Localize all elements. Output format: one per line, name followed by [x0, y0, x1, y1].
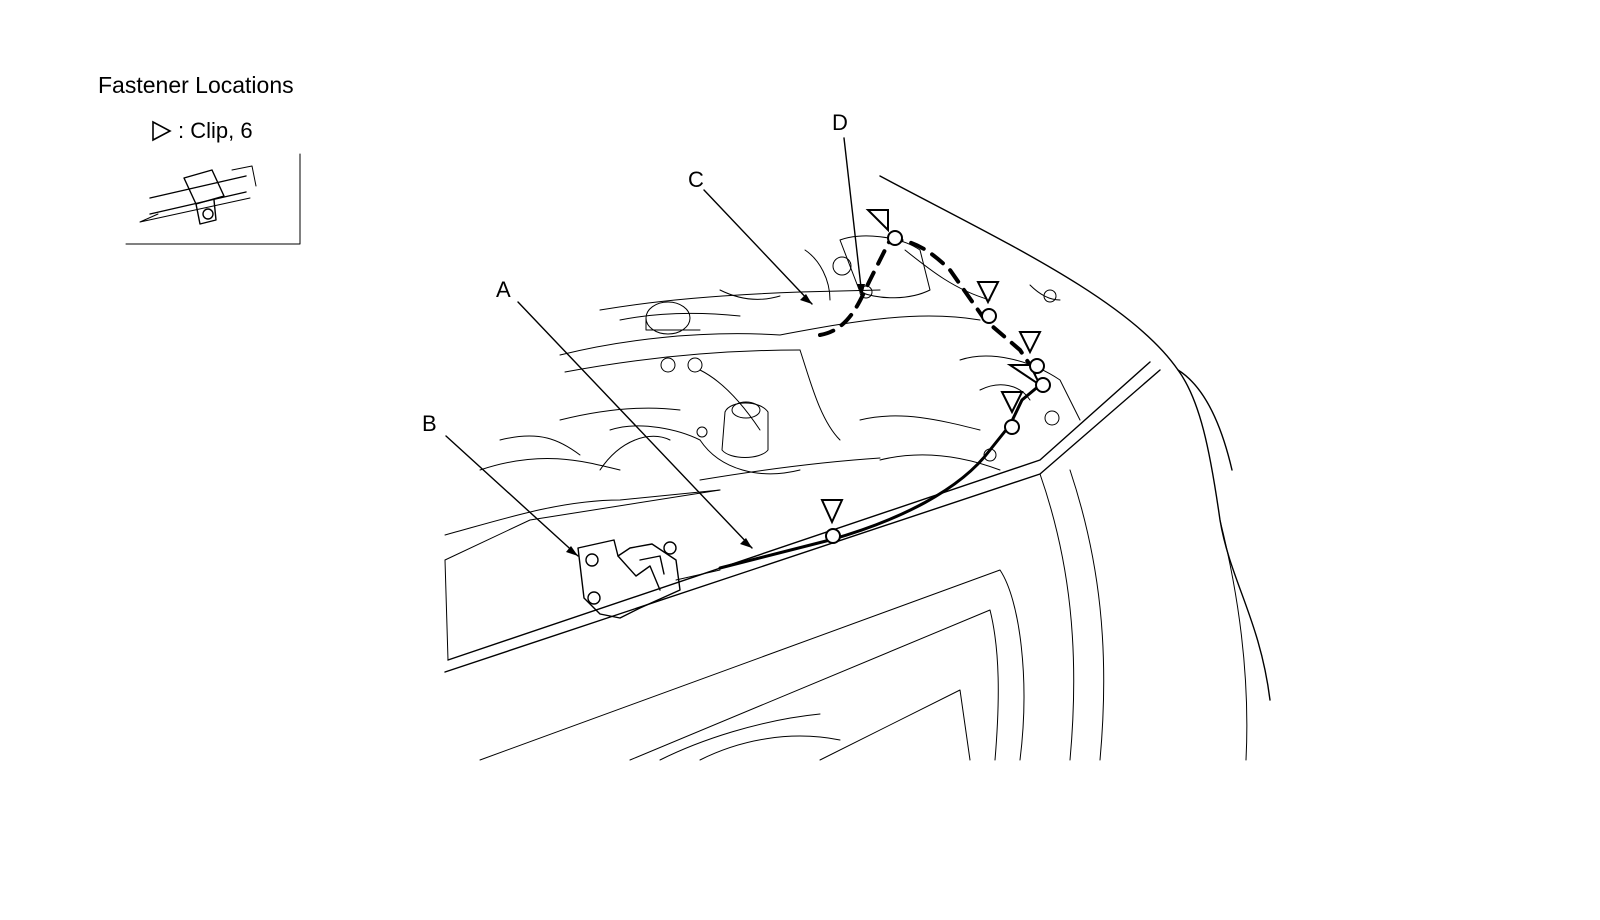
clip-detail-inset [125, 153, 301, 245]
clip-legend-label: : Clip, 6 [178, 118, 253, 143]
clip-marker-5 [976, 281, 1000, 324]
page-title: Fastener Locations [98, 72, 294, 98]
hood-latch [577, 539, 721, 619]
callout-b: B [422, 411, 437, 436]
clip-marker-2 [1000, 391, 1024, 435]
callout-d: D [832, 110, 848, 135]
vehicle-body [444, 175, 1271, 761]
triangle-clip-icon [152, 120, 172, 142]
clip-marker-1 [820, 499, 844, 544]
engine-bay [479, 235, 1081, 481]
clip-markers [820, 209, 1051, 544]
callout-a: A [496, 277, 511, 302]
clip-marker-6 [865, 209, 903, 246]
callout-c: C [688, 167, 704, 192]
clip-marker-4 [1018, 331, 1045, 374]
clip-legend: : Clip, 6 [150, 118, 253, 144]
leader-lines [445, 137, 865, 557]
